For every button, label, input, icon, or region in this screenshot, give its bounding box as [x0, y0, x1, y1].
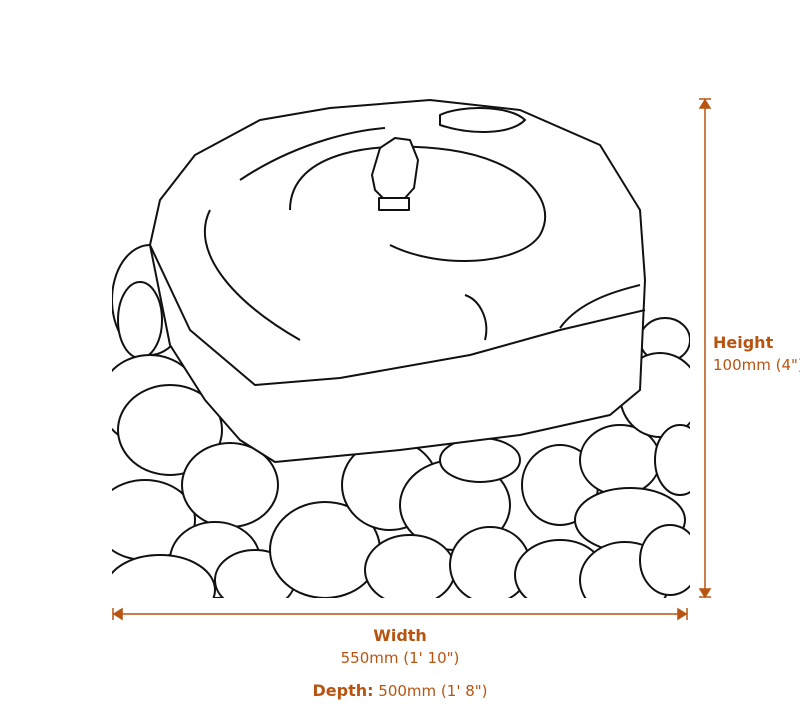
height-value: 100mm (4")	[713, 356, 800, 374]
height-label-group: Height 100mm (4")	[713, 332, 800, 376]
width-label: Width	[373, 626, 427, 645]
pebbles	[112, 244, 690, 598]
rock-water-feature	[149, 99, 646, 463]
height-dimension-line	[698, 98, 712, 599]
depth-value: 500mm (1' 8")	[378, 682, 488, 700]
depth-label: Depth:	[312, 681, 374, 700]
width-label-group: Width 550mm (1' 10")	[300, 625, 500, 669]
height-label: Height	[713, 333, 774, 352]
depth-label-group: Depth: 500mm (1' 8")	[300, 681, 500, 700]
width-value: 550mm (1' 10")	[340, 649, 460, 667]
width-dimension-line	[112, 607, 688, 621]
